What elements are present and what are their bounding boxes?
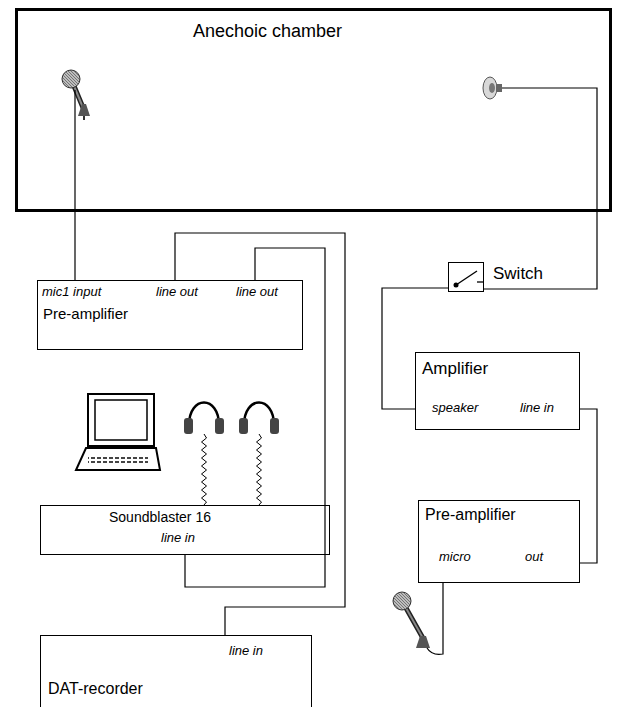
box-label: DAT-recorder: [48, 680, 143, 698]
box-label: Pre-amplifier: [425, 506, 516, 524]
mic-cable: [74, 90, 75, 280]
microphone: [393, 592, 430, 648]
headphones: [184, 403, 279, 435]
port-label: line out: [236, 285, 278, 300]
microphone: [62, 70, 90, 120]
wire: [175, 233, 345, 635]
port-label: out: [525, 550, 543, 565]
headphone-cord: [257, 434, 262, 505]
preamp-box: mic1 input line out line outPre-amplifier: [37, 280, 303, 350]
mic-cable: [427, 583, 443, 654]
speaker-cable: [484, 88, 597, 289]
laptop: [76, 394, 160, 470]
switch-symbol: [454, 271, 485, 288]
preamp-box: Pre-amplifier micro out: [418, 500, 580, 583]
amplifier-box: Amplifier speaker line in: [415, 352, 580, 430]
port-label: micro: [439, 550, 471, 565]
box-label: Soundblaster 16: [109, 509, 211, 525]
port-label: speaker: [432, 401, 478, 416]
port-label: line in: [161, 531, 195, 546]
wire: [185, 248, 325, 587]
box-label: Amplifier: [422, 359, 488, 379]
soundcard-box: Soundblaster 16 line in: [40, 505, 330, 555]
port-label: line out: [156, 285, 198, 300]
port-label: line in: [520, 401, 554, 416]
speaker: [483, 77, 502, 99]
box-label: Anechoic chamber: [193, 21, 342, 42]
port-label: mic1 input: [42, 285, 101, 300]
box-label: Switch: [493, 264, 543, 284]
headphone-cord: [202, 434, 207, 505]
switch-box: Switch: [448, 262, 484, 292]
recorder-box: line in DAT-recorder: [40, 635, 312, 707]
wire: [580, 409, 597, 563]
box-label: Pre-amplifier: [43, 305, 128, 322]
port-label: line in: [229, 644, 263, 659]
chamber-box: Anechoic chamber: [15, 8, 612, 212]
